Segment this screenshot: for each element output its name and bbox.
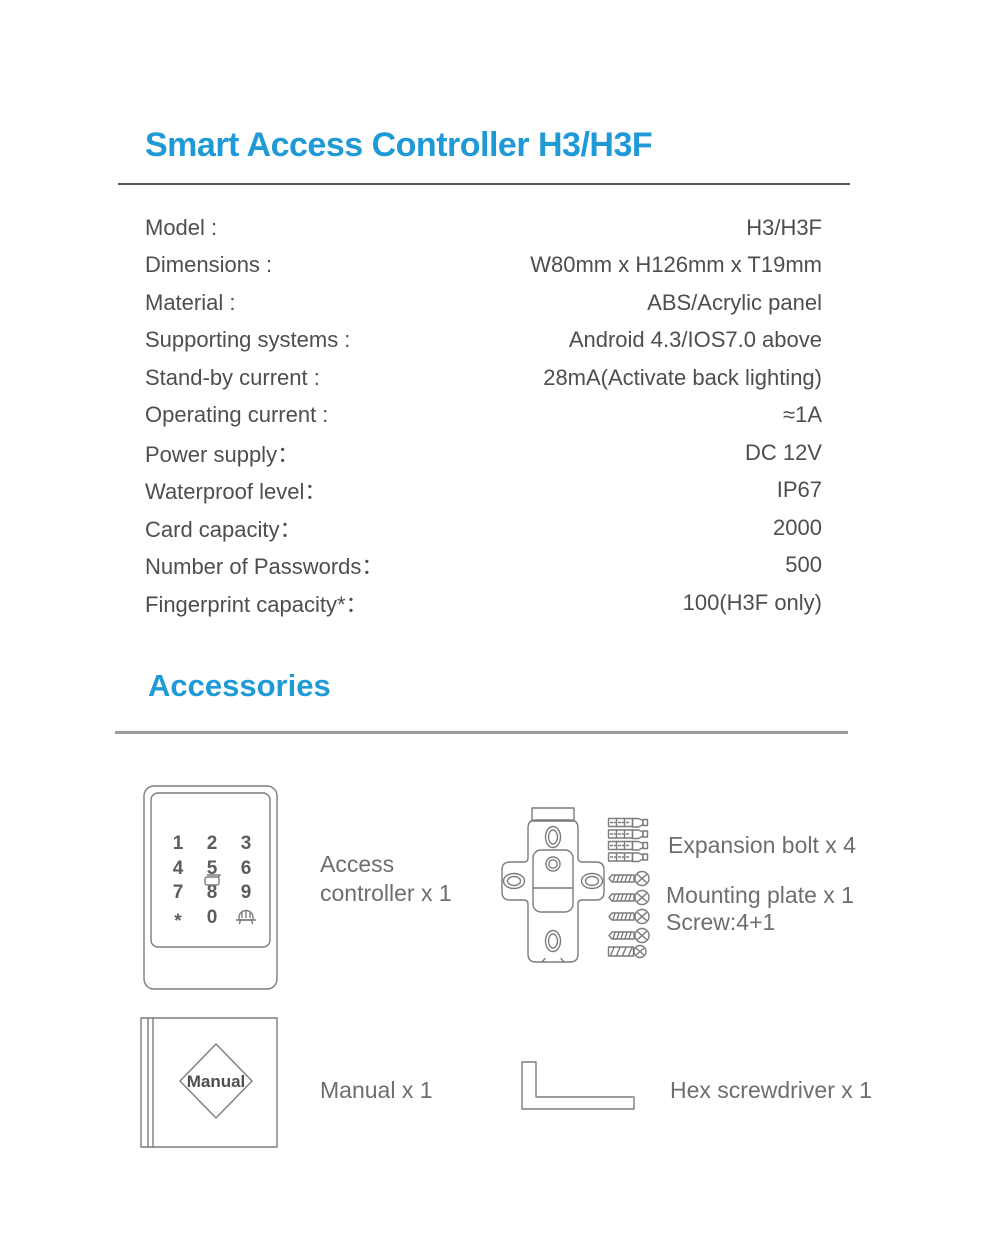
manual-book-icon: Manual xyxy=(140,1017,278,1148)
spec-value: W80mm x H126mm x T19mm xyxy=(530,252,822,278)
manual-cover-text: Manual xyxy=(187,1072,246,1091)
access-controller-label: Access controller x 1 xyxy=(320,850,452,908)
access-controller-label-line1: Access xyxy=(320,851,395,877)
spec-value: ≈1A xyxy=(783,402,822,428)
access-controller-icon: 1 2 3 4 5 6 7 8 9 * 0 xyxy=(143,785,278,990)
spec-row-model: Model : H3/H3F xyxy=(145,209,822,247)
keypad-key: 2 xyxy=(207,833,218,854)
spec-label: Stand-by current : xyxy=(145,364,320,390)
spec-value: IP67 xyxy=(776,477,822,503)
spec-label: Waterproof level： xyxy=(145,479,327,505)
spec-label: Material : xyxy=(145,289,236,315)
accessories-divider xyxy=(115,731,848,734)
hex-key-icon xyxy=(521,1061,635,1110)
screw-count-label: Screw:4+1 xyxy=(666,909,776,935)
mounting-plate-label-block: Mounting plate x 1 Screw:4+1 xyxy=(666,882,854,936)
spec-row-operating-current: Operating current : ≈1A xyxy=(145,397,822,435)
manual-label: Manual x 1 xyxy=(320,1077,433,1103)
keypad-key: 8 xyxy=(207,882,218,903)
expansion-bolts-icon xyxy=(607,817,649,863)
keypad-key: 3 xyxy=(241,833,252,854)
hex-screwdriver-label: Hex screwdriver x 1 xyxy=(670,1077,872,1103)
keypad-key: 6 xyxy=(241,858,252,879)
doorbell-icon xyxy=(235,909,257,925)
spec-value: ABS/Acrylic panel xyxy=(647,289,822,315)
spec-value: 2000 xyxy=(773,514,822,540)
accessories-heading: Accessories xyxy=(148,668,331,703)
spec-value: H3/H3F xyxy=(746,214,822,240)
spec-value: DC 12V xyxy=(744,439,822,465)
keypad-key: 4 xyxy=(173,858,184,879)
spec-table: Model : H3/H3F Dimensions : W80mm x H126… xyxy=(145,209,822,622)
spec-row-card-capacity: Card capacity： 2000 xyxy=(145,509,822,547)
keypad-key: 5 xyxy=(207,858,218,879)
spec-label: Number of Passwords： xyxy=(145,554,384,580)
page-title: Smart Access Controller H3/H3F xyxy=(145,126,653,164)
fasteners-icon xyxy=(607,817,650,959)
spec-label: Supporting systems : xyxy=(145,327,351,353)
spec-label: Fingerprint capacity*： xyxy=(145,591,368,617)
mounting-plate-icon xyxy=(501,807,605,963)
spec-row-fingerprint-capacity: Fingerprint capacity*： 100(H3F only) xyxy=(145,584,822,622)
spec-label: Card capacity： xyxy=(145,516,302,542)
spec-value: 100(H3F only) xyxy=(682,589,822,615)
spec-value: Android 4.3/IOS7.0 above xyxy=(568,327,822,353)
expansion-bolt-label: Expansion bolt x 4 xyxy=(668,832,856,858)
spec-row-standby-current: Stand-by current : 28mA(Activate back li… xyxy=(145,359,822,397)
spec-label: Dimensions : xyxy=(145,252,273,278)
keypad-key: 0 xyxy=(207,907,218,928)
screws-icon xyxy=(607,870,650,959)
card-swipe-icon xyxy=(204,874,221,886)
mounting-plate-label: Mounting plate x 1 xyxy=(666,882,854,908)
spec-label: Operating current : xyxy=(145,402,329,428)
keypad-key: 1 xyxy=(173,833,184,854)
spec-value: 28mA(Activate back lighting) xyxy=(543,364,822,390)
short-screw-icon xyxy=(607,944,647,959)
spec-row-material: Material : ABS/Acrylic panel xyxy=(145,284,822,322)
spec-row-power-supply: Power supply： DC 12V xyxy=(145,434,822,472)
keypad-key: 7 xyxy=(173,882,184,903)
spec-value: 500 xyxy=(785,552,822,578)
spec-row-dimensions: Dimensions : W80mm x H126mm x T19mm xyxy=(145,247,822,285)
spec-row-password-count: Number of Passwords： 500 xyxy=(145,547,822,585)
title-divider xyxy=(118,183,850,185)
keypad-key: 9 xyxy=(241,882,252,903)
spec-row-waterproof-level: Waterproof level： IP67 xyxy=(145,472,822,510)
spec-label: Model : xyxy=(145,214,218,240)
spec-row-supporting-systems: Supporting systems : Android 4.3/IOS7.0 … xyxy=(145,322,822,360)
access-controller-label-line2: controller x 1 xyxy=(320,880,452,906)
keypad-key: * xyxy=(174,911,182,932)
spec-label: Power supply： xyxy=(145,441,300,467)
